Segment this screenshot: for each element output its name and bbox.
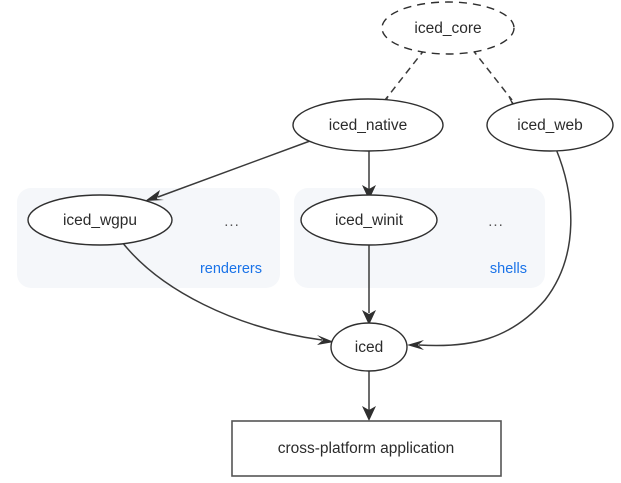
node-iced-wgpu-shape[interactable] xyxy=(27,194,173,246)
node-iced-wgpu-label: iced_wgpu xyxy=(63,212,137,229)
cluster-renderers-label: renderers xyxy=(200,261,262,277)
edge-iced-native-to-iced-winit-arrowhead xyxy=(362,185,376,200)
edge-iced-core-to-iced-web xyxy=(471,48,519,110)
edge-iced-native-to-iced-wgpu-line xyxy=(157,140,311,198)
edge-iced-wgpu-to-iced-arrowhead xyxy=(317,335,334,345)
node-iced-winit-shape[interactable] xyxy=(300,194,438,246)
edge-iced-wgpu-to-iced xyxy=(121,241,334,345)
node-iced-wgpu[interactable]: iced_wgpu xyxy=(27,194,173,246)
edge-iced-native-to-iced-wgpu-arrowhead xyxy=(145,190,164,201)
cluster-renderers-ellipsis: ... xyxy=(224,213,240,230)
node-iced-core-label: iced_core xyxy=(414,20,481,37)
node-iced-shape[interactable] xyxy=(330,322,408,372)
node-iced-native-shape[interactable] xyxy=(292,98,444,152)
node-iced-core[interactable]: iced_core xyxy=(381,1,515,55)
node-iced-core-shape[interactable] xyxy=(381,1,515,55)
cluster-shells-ellipsis: ... xyxy=(488,213,504,230)
edge-iced-core-to-iced-native-line xyxy=(384,48,426,101)
edge-iced-core-to-iced-web-line xyxy=(471,48,513,101)
node-iced-label: iced xyxy=(355,339,383,356)
edge-iced-winit-to-iced xyxy=(362,239,376,325)
edge-iced-web-to-iced xyxy=(407,148,572,350)
edge-iced-web-to-iced-line xyxy=(418,148,572,347)
node-iced-winit-label: iced_winit xyxy=(335,212,404,229)
node-iced-web-label: iced_web xyxy=(517,117,583,134)
edge-iced-native-to-iced-winit xyxy=(362,146,376,200)
cluster-shells-label: shells xyxy=(490,261,527,277)
edge-iced-web-to-iced-arrowhead xyxy=(407,340,424,350)
edge-iced-native-to-iced-wgpu xyxy=(145,140,311,201)
edge-iced-to-application-arrowhead xyxy=(362,406,376,421)
node-iced-native-label: iced_native xyxy=(329,117,407,134)
node-iced-web[interactable]: iced_web xyxy=(486,98,614,152)
edge-iced-wgpu-to-iced-line xyxy=(121,241,323,341)
edge-iced-winit-to-iced-arrowhead xyxy=(362,310,376,325)
node-iced-native[interactable]: iced_native xyxy=(292,98,444,152)
node-cross-platform-application-shape[interactable] xyxy=(231,420,502,477)
node-cross-platform-application[interactable]: cross-platform application xyxy=(231,420,502,477)
node-iced-web-shape[interactable] xyxy=(486,98,614,152)
node-iced-winit[interactable]: iced_winit xyxy=(300,194,438,246)
node-iced[interactable]: iced xyxy=(330,322,408,372)
node-cross-platform-application-label: cross-platform application xyxy=(278,440,455,457)
edge-iced-to-application xyxy=(362,371,376,421)
